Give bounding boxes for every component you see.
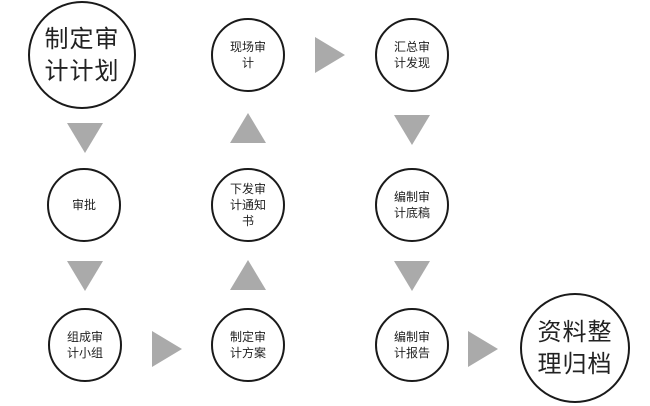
arrow-plan-to-approve [67,123,103,153]
node-draft-label: 编制审计底稿 [393,189,430,220]
node-onsite: 现场审计 [211,18,285,92]
node-summary: 汇总审计发现 [375,18,449,92]
node-scheme: 制定审计方案 [211,308,285,382]
node-summary-label: 汇总审计发现 [393,39,430,70]
node-draft: 编制审计底稿 [375,168,449,242]
node-onsite-label: 现场审计 [229,39,266,70]
node-notice-label: 下发审计通知书 [229,181,266,229]
arrow-notice-to-onsite [230,113,266,143]
arrow-summary-to-draft [394,115,430,145]
node-plan: 制定审计计划 [28,1,136,109]
arrow-team-to-scheme [152,331,182,367]
node-notice: 下发审计通知书 [211,168,285,242]
arrow-scheme-to-notice [230,260,266,290]
node-report-label: 编制审计报告 [393,329,430,360]
node-approve: 审批 [47,168,121,242]
arrow-draft-to-report [394,261,430,291]
arrow-report-to-archive [468,331,498,367]
node-team: 组成审计小组 [48,308,122,382]
node-plan-label: 制定审计计划 [44,24,120,85]
node-archive-label: 资料整理归档 [537,317,613,378]
arrow-onsite-to-summary [315,37,345,73]
node-approve-label: 审批 [71,197,96,212]
node-team-label: 组成审计小组 [66,329,103,360]
node-report: 编制审计报告 [375,308,449,382]
node-scheme-label: 制定审计方案 [229,329,266,360]
node-archive: 资料整理归档 [520,293,630,403]
arrow-approve-to-team [67,261,103,291]
